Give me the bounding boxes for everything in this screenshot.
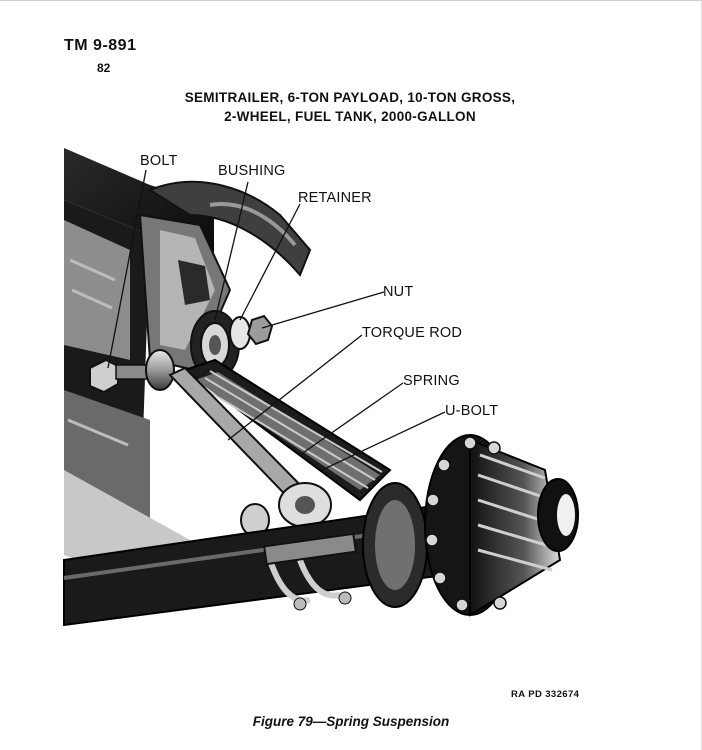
spring-leader [299,382,404,456]
bolt-part [89,349,175,394]
torque-rod-leader [227,334,363,441]
nut-leader [261,291,385,329]
retainer-leader [239,203,301,321]
page-title: SEMITRAILER, 6-TON PAYLOAD, 10-TON GROSS… [100,88,600,126]
bushing-leader [214,181,249,321]
wheel-hub [424,434,579,617]
bushing-part [190,310,240,380]
callout-bushing: BUSHING [218,163,286,179]
wheel-studs [425,436,507,612]
figure-reference-code: RA PD 332674 [511,689,580,700]
title-line-2: 2-WHEEL, FUEL TANK, 2000-GALLON [224,109,476,124]
title-line-1: SEMITRAILER, 6-TON PAYLOAD, 10-TON GROSS… [184,90,516,105]
nut-part [246,314,274,346]
callout-torque-rod: TORQUE ROD [362,325,463,341]
retainer-part [229,316,251,350]
callout-spring: SPRING [403,373,460,389]
callout-bolt: BOLT [140,153,178,169]
figure-caption: Figure 79—Spring Suspension [252,714,450,729]
u-bolt-leader [321,411,446,471]
callout-u-bolt: U-BOLT [445,403,499,419]
spring-suspension-illustration [63,148,579,627]
callout-nut: NUT [383,284,414,300]
manual-id: TM 9-891 [64,37,137,54]
leader-lines [107,169,446,471]
fender [147,180,312,277]
bolt-leader [107,169,147,369]
leaf-spring [182,358,392,502]
u-bolt-part [263,532,357,611]
callout-retainer: RETAINER [298,190,372,206]
page-number: 82 [97,61,111,75]
brake-plate [362,482,428,608]
